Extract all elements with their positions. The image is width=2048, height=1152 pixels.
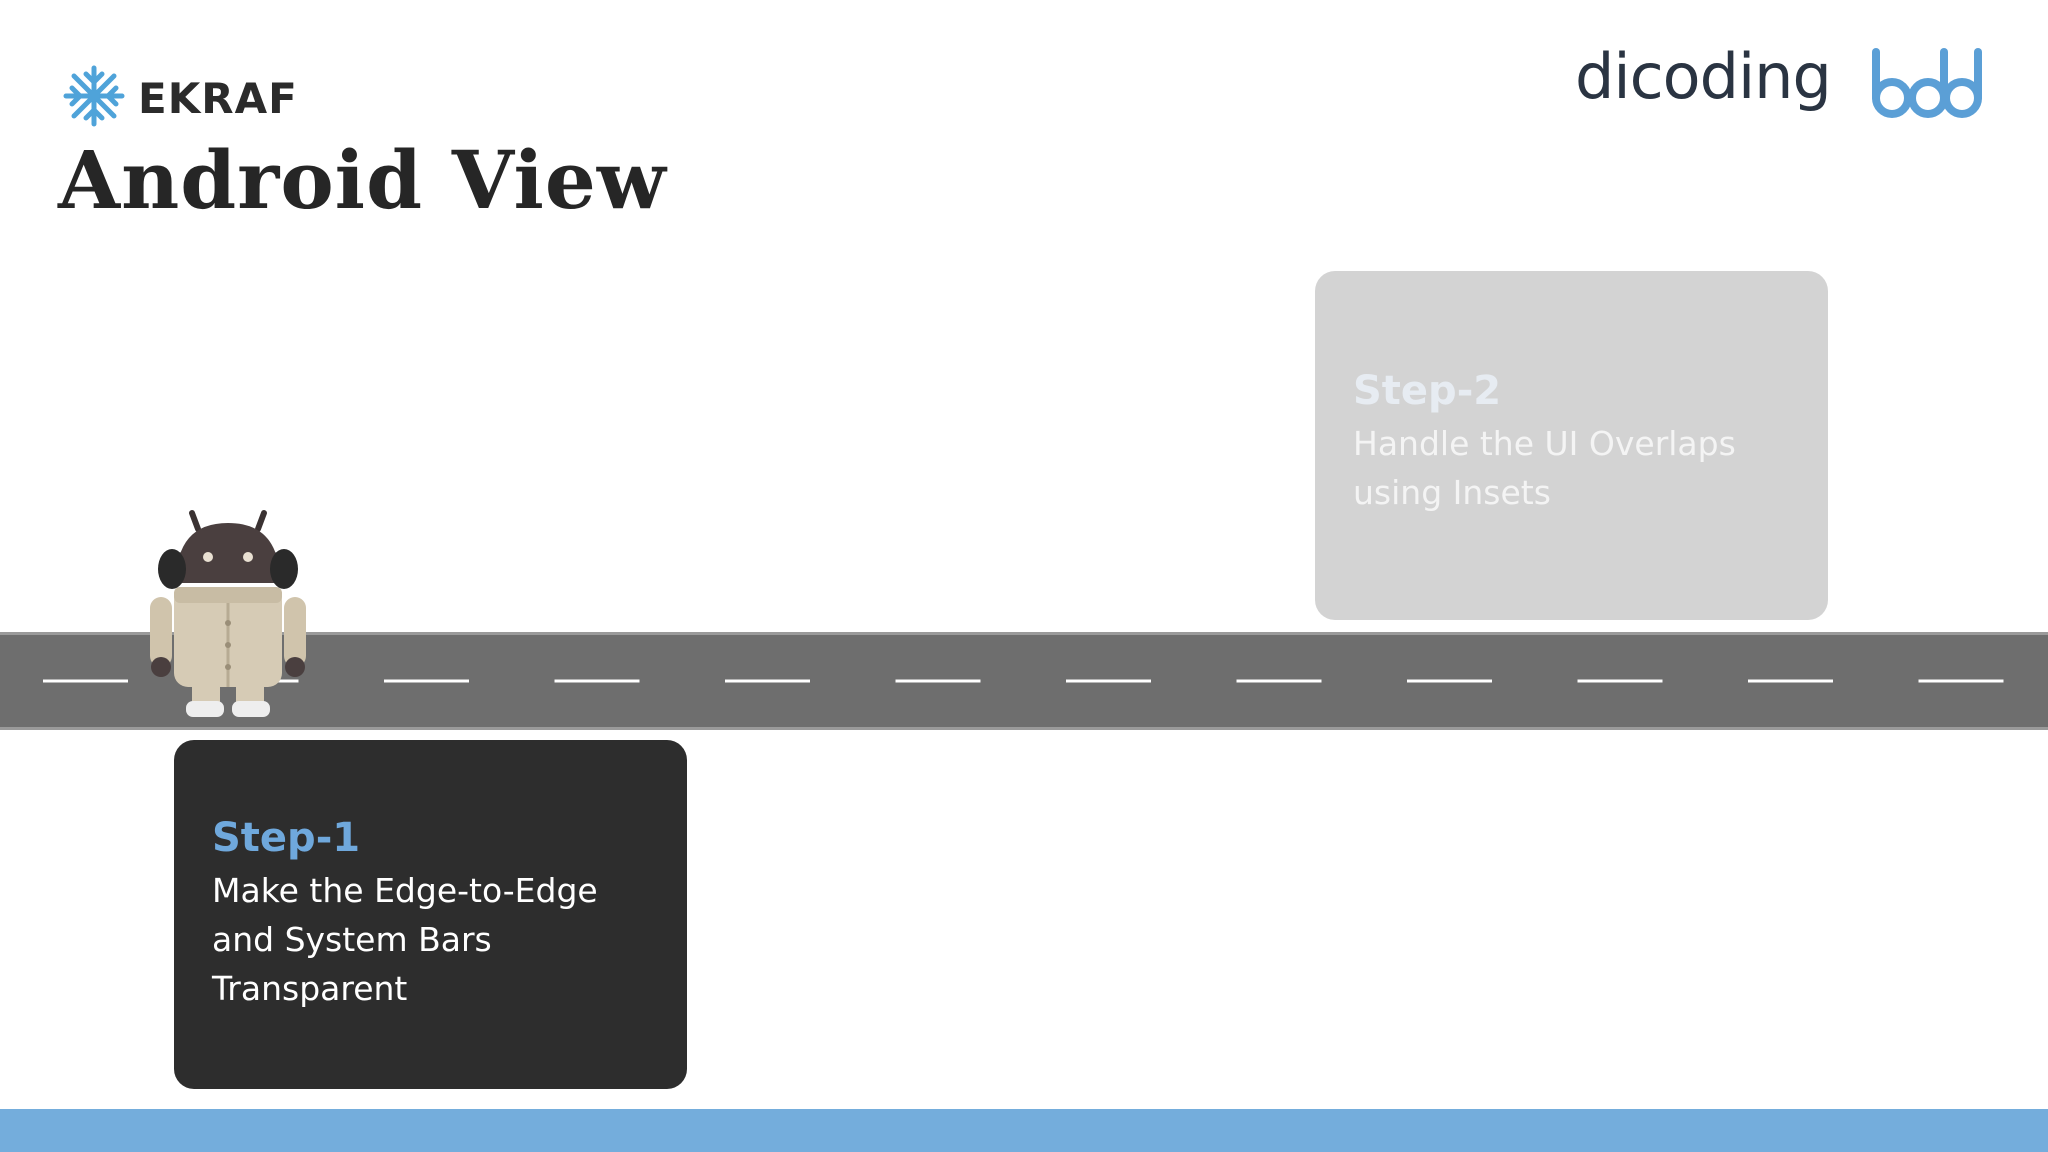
step-2-title: Step-2: [1353, 368, 1502, 414]
ekraf-logo: EKRAF: [62, 64, 298, 132]
road: [0, 628, 2048, 734]
step-1-title: Step-1: [212, 815, 361, 861]
page-title: Android View: [58, 133, 667, 227]
step-1-card: Step-1 Make the Edge-to-Edge and System …: [174, 740, 687, 1089]
dicoding-logo: dicoding: [1575, 40, 1832, 113]
step-1-description: Make the Edge-to-Edge and System Bars Tr…: [212, 871, 598, 1008]
ekraf-logo-text: EKRAF: [138, 73, 298, 123]
ekraf-snowflake-icon: [62, 64, 126, 132]
bottom-accent-bar: [0, 1109, 2048, 1152]
android-mascot-icon: [136, 505, 321, 724]
step-2-card: Step-2 Handle the UI Overlaps using Inse…: [1315, 271, 1828, 620]
bdd-logo: [1866, 48, 1986, 124]
step-2-description: Handle the UI Overlaps using Insets: [1353, 424, 1736, 512]
